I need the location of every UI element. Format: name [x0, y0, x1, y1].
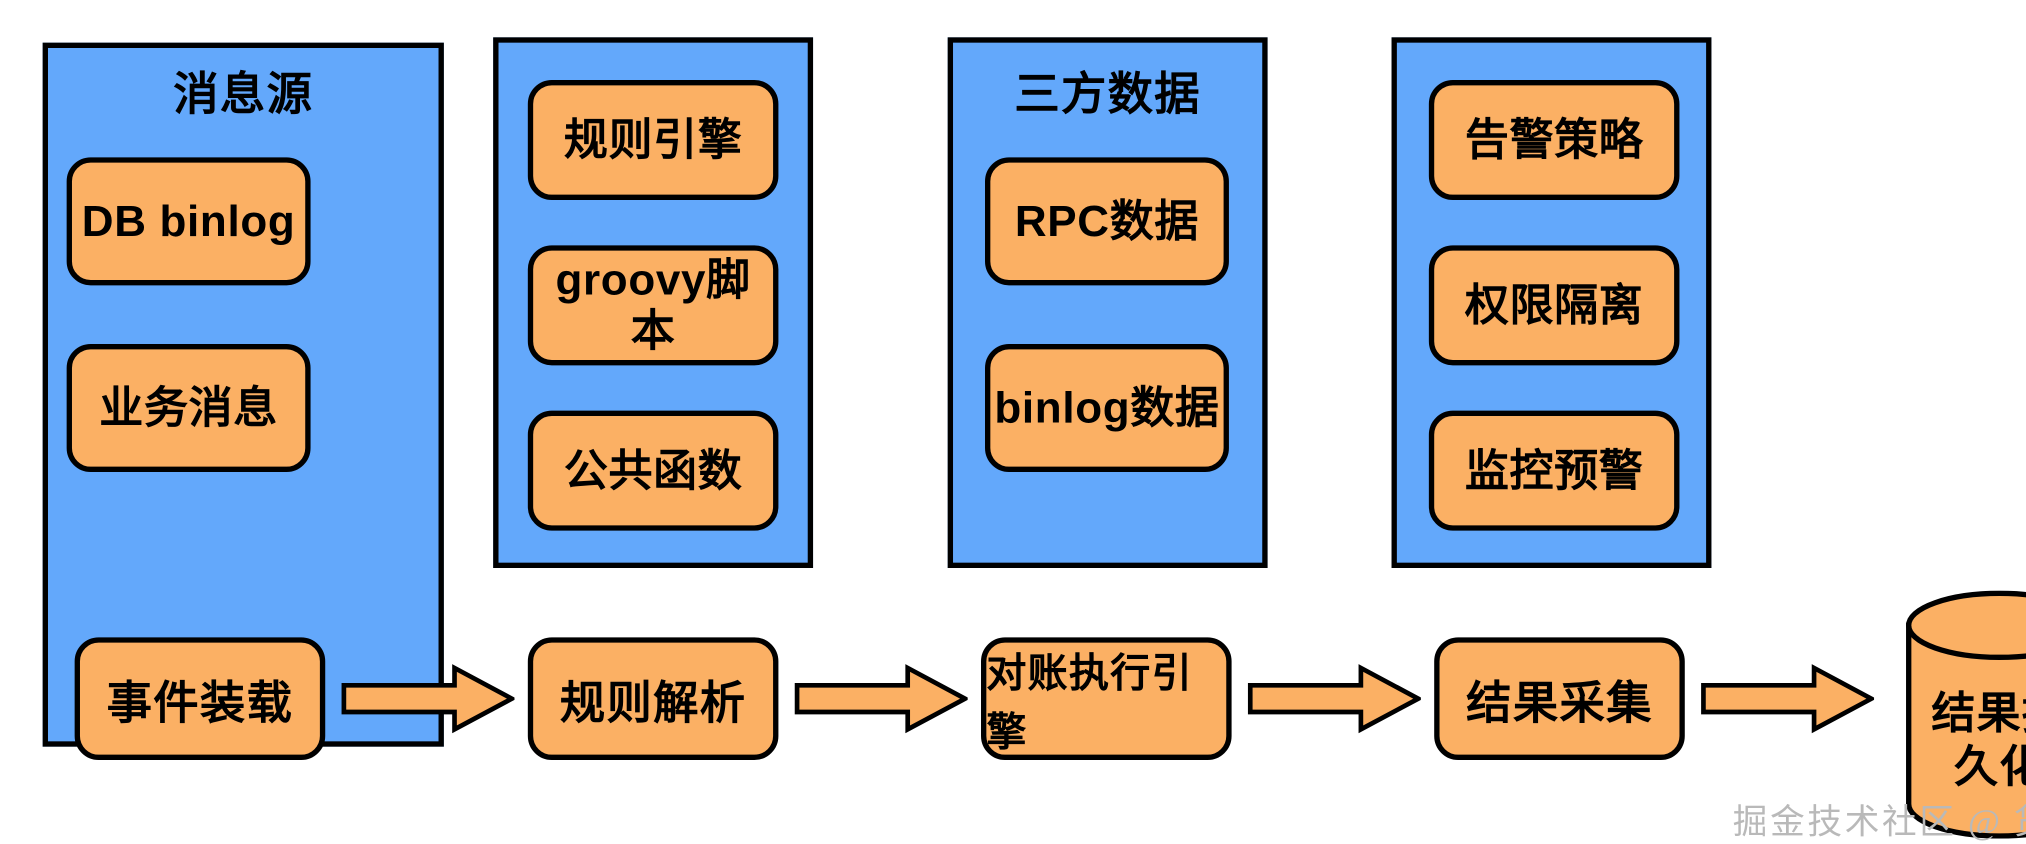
chip-rule-engine[interactable]: 规则引擎	[527, 80, 779, 200]
flow-arrow-1	[341, 664, 515, 734]
flow-step-result-persistence-label-line1: 结果持	[1931, 688, 2026, 738]
chip-permission-isolation[interactable]: 权限隔离	[1428, 245, 1680, 366]
flow-step-result-persistence-cylinder[interactable]	[1903, 590, 2026, 839]
group-title-message-source: 消息源	[173, 69, 314, 120]
flow-step-result-collection[interactable]: 结果采集	[1434, 637, 1685, 760]
chip-common-function[interactable]: 公共函数	[527, 410, 779, 531]
flow-arrow-3	[1247, 664, 1421, 734]
chip-rpc-data[interactable]: RPC数据	[985, 157, 1229, 286]
flow-arrow-2	[794, 664, 968, 734]
flow-step-result-persistence-label-line2: 久化	[1954, 741, 2026, 791]
group-panel-third-party-data	[947, 37, 1268, 569]
group-title-third-party-data: 三方数据	[1014, 69, 1201, 120]
chip-business-message[interactable]: 业务消息	[66, 344, 311, 472]
flow-step-rule-parsing[interactable]: 规则解析	[527, 637, 779, 760]
chip-binlog-data[interactable]: binlog数据	[985, 344, 1229, 472]
flow-arrow-4	[1701, 664, 1875, 734]
chip-groovy-script[interactable]: groovy脚本	[527, 245, 779, 366]
chip-monitor-warning[interactable]: 监控预警	[1428, 410, 1680, 531]
flow-step-event-loading[interactable]: 事件装载	[74, 637, 326, 760]
diagram-canvas: 消息源 DB binlog 业务消息 规则引擎 groovy脚本 公共函数 三方…	[42, 37, 2026, 841]
flow-step-reconciliation-engine[interactable]: 对账执行引擎	[981, 637, 1232, 760]
chip-alert-strategy[interactable]: 告警策略	[1428, 80, 1680, 200]
watermark-text: 掘金技术社区 @ 货拉拉技术	[1732, 802, 2026, 842]
chip-db-binlog[interactable]: DB binlog	[66, 157, 311, 286]
